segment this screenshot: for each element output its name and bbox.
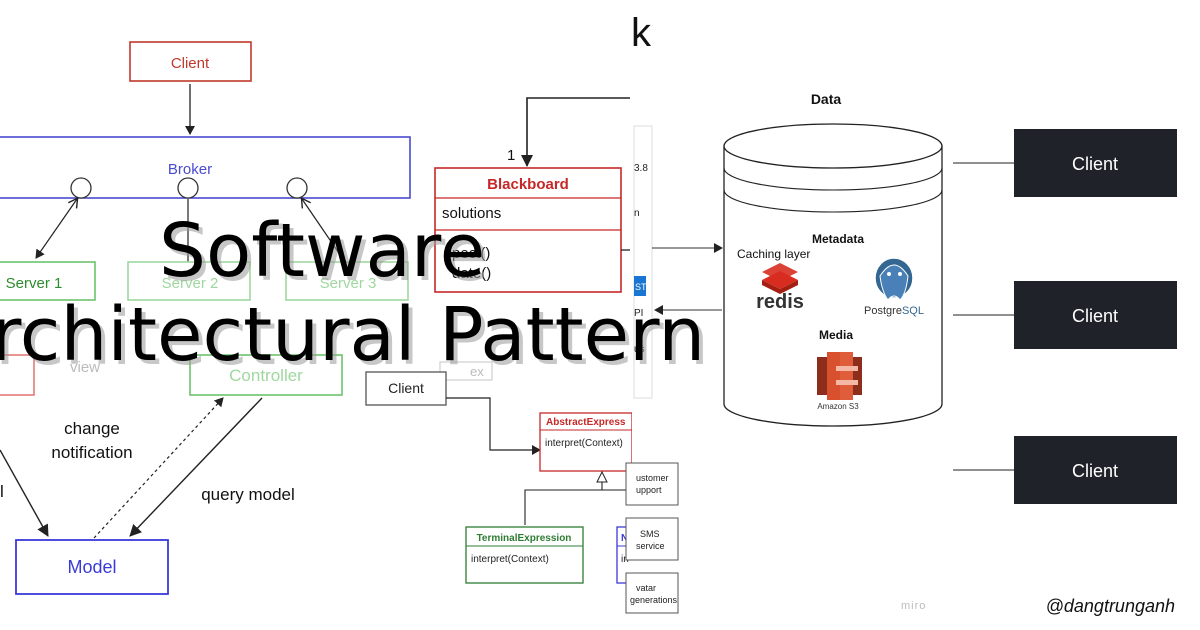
service-box-customer-support — [625, 462, 679, 506]
blackboard-title: Blackboard — [487, 176, 569, 193]
interpreter-client-box — [365, 371, 447, 406]
database-ring-2 — [723, 189, 943, 213]
abstract-expression-class — [539, 412, 633, 472]
client-card-3 — [1014, 436, 1177, 504]
partial-ex-text: ex — [470, 364, 484, 379]
title-line1-shadow: Software — [163, 212, 489, 298]
model-box — [15, 539, 169, 595]
blackboard-interpreter-diagram: 1 Blackboard solutions pect() date() ex … — [365, 97, 648, 584]
service-column-box — [633, 125, 653, 399]
side-fragment-2: n — [634, 208, 640, 219]
blackboard-op-2: date() — [452, 265, 491, 282]
blackboard-attribute: solutions — [442, 205, 501, 222]
controller-model-query — [129, 397, 263, 537]
inheritance-triangle — [596, 470, 608, 483]
nonterminal-op: in — [621, 554, 629, 565]
controller-box — [189, 354, 343, 396]
multiplicity-label: 1 — [507, 147, 515, 164]
service-avatar-line2: generations — [630, 595, 678, 605]
abstract-expression-op: interpret(Context) — [545, 438, 623, 449]
terminal-expression-title: TerminalExpression — [477, 533, 572, 544]
change-notification-line1: change — [64, 419, 120, 438]
client-abstract-link — [446, 397, 541, 455]
client-label: Client — [171, 55, 210, 72]
data-architecture-diagram: k 3.8 n ST PI us Data Metadata Caching l… — [625, 0, 1200, 630]
database-ring-1 — [723, 167, 943, 191]
client-box — [129, 41, 252, 82]
postgres-wordmark: PostgreSQL — [864, 305, 924, 317]
port1-server1-link — [36, 199, 77, 258]
interpreter-client-label: Client — [388, 380, 424, 396]
amazon-s3-logo — [817, 352, 862, 400]
side-fragment-5: us — [634, 344, 645, 355]
broker-port-1 — [70, 177, 92, 199]
partial-ex-box — [439, 361, 493, 381]
server-3-label: Server 3 — [320, 275, 377, 292]
view-model-link — [0, 449, 49, 537]
miro-logo: miro — [901, 600, 926, 612]
postgresql-logo: PostgreSQL — [864, 257, 924, 317]
query-model-label: query model — [201, 485, 295, 504]
inheritance-link — [524, 473, 603, 525]
broker-label: Broker — [168, 161, 212, 178]
client-card-2-label: Client — [1072, 306, 1118, 326]
abstract-expression-title: AbstractExpress — [546, 417, 626, 428]
blackboard-op-1: pect() — [452, 245, 490, 262]
port3-server3-link — [302, 199, 346, 263]
edge-l-label: l — [0, 482, 4, 501]
server-1-box — [0, 261, 96, 301]
amazon-s3-label: Amazon S3 — [817, 402, 859, 411]
data-heading: Data — [811, 91, 842, 107]
title-line1: Software — [159, 208, 485, 294]
client-card-2 — [1014, 281, 1177, 349]
right-heading-partial: k — [631, 11, 652, 55]
title-overlay: Software Software rchitectural Pattern r… — [0, 208, 709, 382]
redis-wordmark: redis — [756, 291, 804, 313]
broker-port-2 — [177, 177, 199, 199]
service-sms-line1: SMS — [640, 529, 660, 539]
model-label: Model — [67, 557, 116, 577]
service-avatar-line1: vatar — [636, 583, 656, 593]
broker-box — [0, 136, 411, 199]
side-fragment-3: ST — [635, 282, 647, 292]
broker-mvc-diagram: Client Broker Server 1 Server 2 Server 3… — [0, 41, 411, 595]
service-sms-line2: service — [636, 541, 665, 551]
controller-label: Controller — [229, 366, 303, 385]
change-notification-line2: notification — [51, 443, 132, 462]
client-card-3-label: Client — [1072, 461, 1118, 481]
title-line2: rchitectural Pattern — [0, 292, 705, 378]
nonterminal-title: N — [621, 533, 628, 544]
service-customer-line2: upport — [636, 485, 662, 495]
server-2-box — [127, 261, 251, 301]
media-heading: Media — [819, 328, 853, 342]
redis-logo: redis — [756, 263, 804, 313]
terminal-expression-class — [465, 526, 584, 584]
server-3-box — [285, 261, 409, 301]
service-box-avatar — [625, 572, 679, 614]
service-customer-line1: ustomer — [636, 473, 669, 483]
side-fragment-1: 3.8 — [634, 163, 648, 174]
model-controller-dotted — [93, 397, 224, 539]
side-fragment-4: PI — [634, 308, 643, 319]
side-blue-tab — [634, 276, 646, 296]
blackboard-inbound-arrow — [521, 97, 630, 167]
client-card-1 — [1014, 129, 1177, 197]
caching-layer-label: Caching layer — [737, 247, 810, 261]
author-watermark: @dangtrunganh — [1046, 596, 1175, 616]
service-box-sms — [625, 517, 679, 561]
database-cylinder — [723, 146, 943, 427]
server-2-label: Server 2 — [162, 275, 219, 292]
database-top — [723, 123, 943, 169]
view-box — [0, 354, 35, 396]
title-line2-shadow: rchitectural Pattern — [0, 296, 709, 382]
client-card-1-label: Client — [1072, 154, 1118, 174]
terminal-expression-op: interpret(Context) — [471, 554, 549, 565]
broker-port-3 — [286, 177, 308, 199]
metadata-heading: Metadata — [812, 232, 864, 246]
server-1-label: Server 1 — [6, 275, 63, 292]
view-partial-label: view — [70, 359, 100, 376]
